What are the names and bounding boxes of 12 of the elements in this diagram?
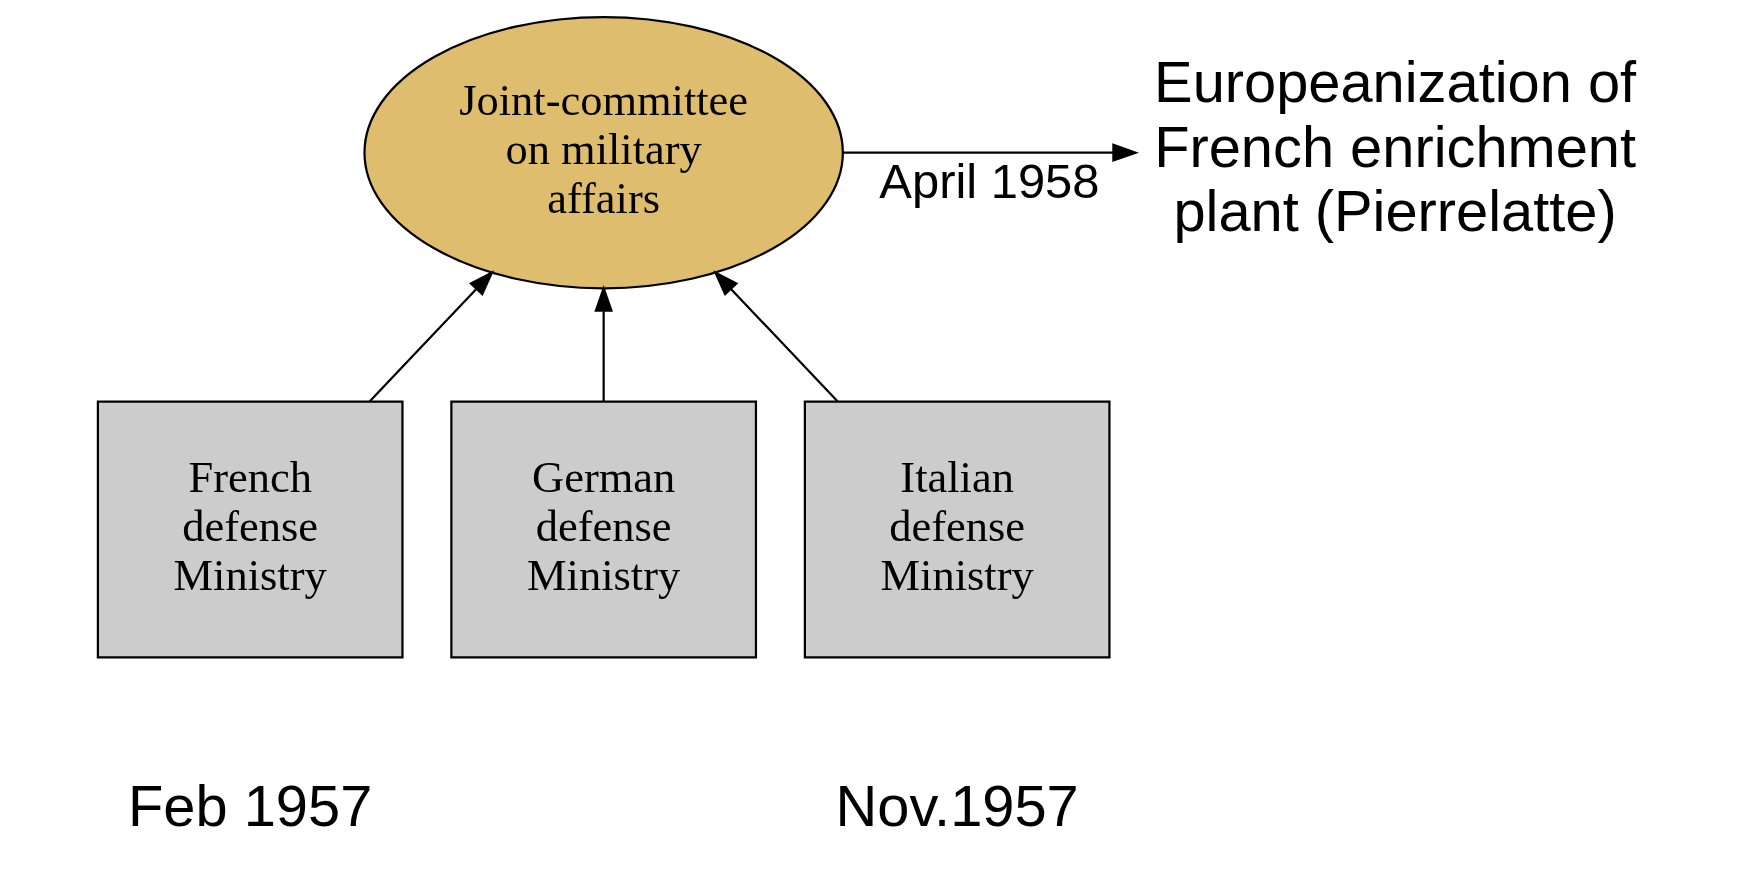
- arrow: [594, 285, 613, 402]
- label: Nov.1957: [835, 773, 1079, 838]
- arrow: [713, 270, 839, 402]
- arrow: [843, 143, 1139, 162]
- node-text: Europeanization of French enrichment plant (Pierrelatte): [1154, 50, 1637, 244]
- node-ellipse: Joint-committee on military affairs: [363, 15, 844, 290]
- node-box: German defense Ministry: [450, 400, 758, 659]
- edge-label: April 1958: [879, 154, 1100, 209]
- node-box: Italian defense Ministry: [803, 400, 1111, 659]
- arrow: [369, 270, 495, 402]
- label: Feb 1957: [128, 773, 373, 838]
- node-box: French defense Ministry: [96, 400, 404, 659]
